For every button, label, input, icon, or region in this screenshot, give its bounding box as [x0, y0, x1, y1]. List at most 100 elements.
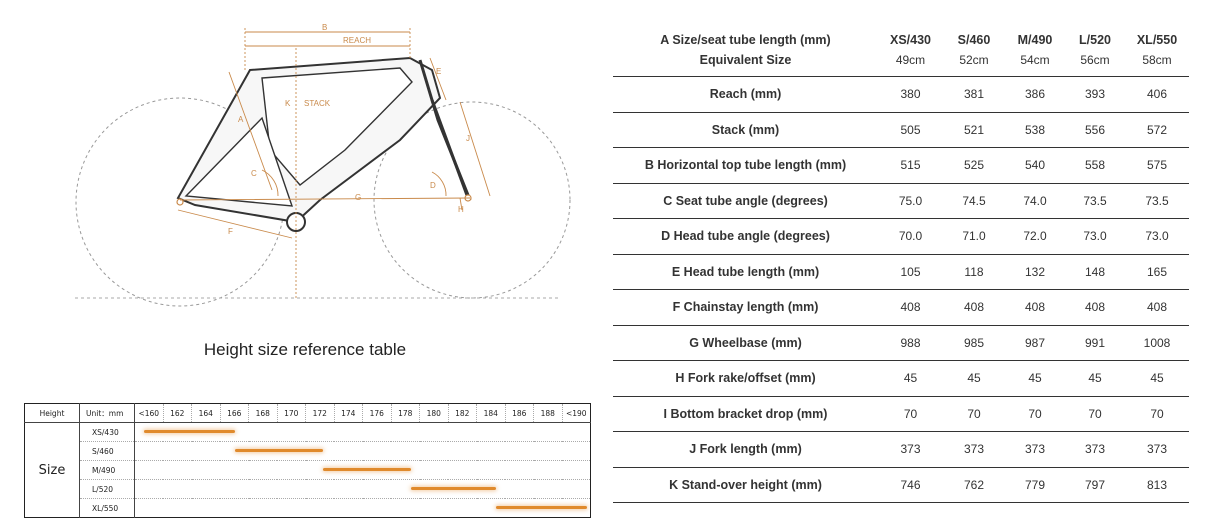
dim-label-e: E — [436, 67, 441, 76]
height-column-header: 162 — [162, 403, 192, 423]
geometry-row-label: B Horizontal top tube length (mm) — [613, 147, 878, 183]
geometry-value-cell: 556 — [1065, 111, 1125, 148]
equivalent-size-cell: 58cm — [1142, 53, 1172, 67]
size-header-cell: L/520 — [1079, 33, 1111, 47]
geometry-value-cell: 132 — [1005, 253, 1065, 290]
unit-label: Unit：mm — [79, 403, 135, 423]
geometry-row-label: G Wheelbase (mm) — [613, 324, 878, 361]
geometry-value-cell: 70 — [943, 395, 1005, 432]
geometry-value-cell: 540 — [1005, 147, 1065, 183]
geometry-value-cell: 779 — [1005, 466, 1065, 503]
geometry-value-cell: 515 — [878, 147, 943, 183]
height-column-header: 168 — [248, 403, 278, 423]
height-size-row: XL/550 — [25, 498, 591, 518]
size-header-cell: S/460 — [957, 33, 991, 47]
geometry-row-label: J Fork length (mm) — [613, 431, 878, 467]
geometry-value-cell: 538 — [1005, 111, 1065, 148]
geometry-value-cell: 373 — [878, 431, 943, 467]
geometry-value-cell: 73.0 — [1065, 218, 1125, 254]
dim-label-b: B — [322, 23, 327, 32]
geometry-value-cell: 73.5 — [1065, 182, 1125, 219]
geometry-value-cell: 991 — [1065, 324, 1125, 361]
geometry-value-cell: 572 — [1125, 111, 1189, 148]
size-range-cell — [134, 422, 591, 442]
size-name: XS/430 — [79, 422, 135, 442]
dim-label-j: J — [466, 134, 470, 143]
geometry-value-cell: 373 — [943, 431, 1005, 467]
geometry-value-cell: 408 — [1065, 289, 1125, 325]
dim-label-k: K — [285, 99, 291, 108]
geometry-value-cell: 74.5 — [943, 182, 1005, 219]
geometry-value-cell: 165 — [1125, 253, 1189, 290]
size-name: L/520 — [79, 479, 135, 499]
size-header-label: A Size/seat tube length (mm) — [660, 33, 831, 47]
size-header-cell: M/490 — [1017, 33, 1053, 47]
equivalent-size-cell: 52cm — [959, 53, 989, 67]
geometry-value-cell: 408 — [943, 289, 1005, 325]
geometry-value-cell: 381 — [943, 76, 1005, 112]
geometry-value-cell: 985 — [943, 324, 1005, 361]
geometry-value-cell: 746 — [878, 466, 943, 503]
geometry-value-cell: 575 — [1125, 147, 1189, 183]
dim-label-a: A — [238, 115, 244, 124]
geometry-row-label: D Head tube angle (degrees) — [613, 218, 878, 254]
geometry-value-cell: 74.0 — [1005, 182, 1065, 219]
dim-label-stack: STACK — [304, 99, 331, 108]
height-column-header: 170 — [276, 403, 306, 423]
geometry-value-cell: 380 — [878, 76, 943, 112]
height-size-row: L/520 — [25, 479, 591, 499]
size-range-bar — [234, 449, 323, 452]
geometry-value-cell: 45 — [1065, 360, 1125, 396]
dim-label-g: G — [355, 193, 361, 202]
height-size-title: Height size reference table — [203, 340, 407, 359]
geometry-value-cell: 408 — [1005, 289, 1065, 325]
geometry-value-cell: 70.0 — [878, 218, 943, 254]
geometry-value-cell: 373 — [1125, 431, 1189, 467]
geometry-value-cell: 45 — [1005, 360, 1065, 396]
geometry-value-cell: 521 — [943, 111, 1005, 148]
equivalent-size-cell: 56cm — [1080, 53, 1110, 67]
geometry-row-label: I Bottom bracket drop (mm) — [613, 395, 878, 432]
height-column-header: 180 — [419, 403, 449, 423]
dim-label-f: F — [228, 227, 233, 236]
height-label: Height — [24, 403, 80, 423]
geometry-value-cell: 70 — [878, 395, 943, 432]
geometry-row-label: C Seat tube angle (degrees) — [613, 182, 878, 219]
height-column-header: 184 — [476, 403, 506, 423]
dim-label-c: C — [251, 169, 257, 178]
geometry-value-cell: 386 — [1005, 76, 1065, 112]
height-column-header: 176 — [362, 403, 392, 423]
geometry-value-cell: 525 — [943, 147, 1005, 183]
height-column-header: 164 — [191, 403, 221, 423]
geometry-value-cell: 45 — [1125, 360, 1189, 396]
geometry-value-cell: 762 — [943, 466, 1005, 503]
geometry-value-cell: 45 — [878, 360, 943, 396]
frame — [176, 56, 472, 224]
size-range-bar — [322, 468, 411, 471]
geometry-value-cell: 406 — [1125, 76, 1189, 112]
geometry-value-cell: 72.0 — [1005, 218, 1065, 254]
size-range-bar — [143, 430, 235, 433]
geometry-value-cell: 558 — [1065, 147, 1125, 183]
height-size-row: M/490 — [25, 460, 591, 480]
geometry-row-label: F Chainstay length (mm) — [613, 289, 878, 325]
geometry-value-cell: 75.0 — [878, 182, 943, 219]
geometry-value-cell: 813 — [1125, 466, 1189, 503]
height-column-header: 178 — [390, 403, 420, 423]
size-header-cell: XL/550 — [1136, 33, 1178, 47]
size-range-cell — [134, 441, 591, 461]
geometry-value-cell: 70 — [1065, 395, 1125, 432]
geometry-value-cell: 70 — [1125, 395, 1189, 432]
geometry-value-cell: 73.0 — [1125, 218, 1189, 254]
equivalent-size-label: Equivalent Size — [699, 53, 792, 67]
size-range-cell — [134, 498, 591, 518]
size-range-cell — [134, 460, 591, 480]
